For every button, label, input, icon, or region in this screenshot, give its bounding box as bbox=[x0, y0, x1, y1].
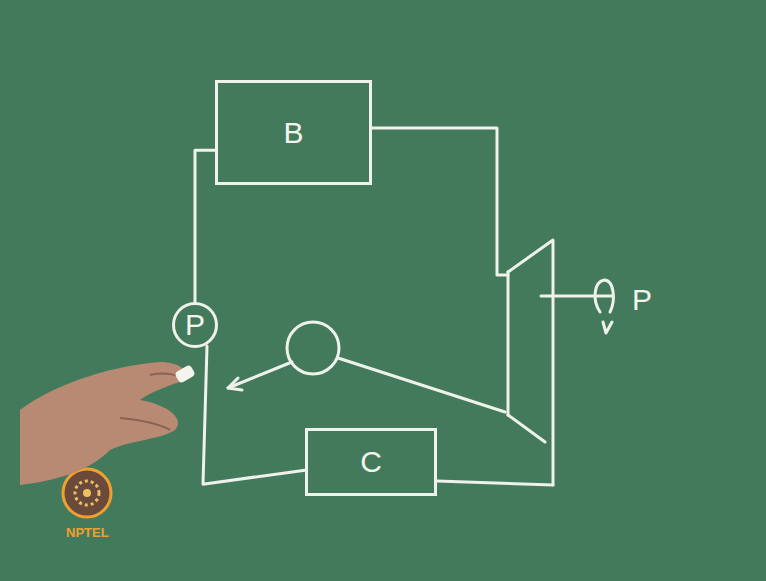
rotation-arrowhead bbox=[603, 322, 612, 333]
arrowhead bbox=[228, 378, 242, 390]
turbine-body bbox=[508, 415, 545, 442]
arrow-line bbox=[228, 362, 292, 388]
pump-circle: P bbox=[172, 302, 218, 348]
turbine-inlet bbox=[507, 272, 510, 415]
node-label: P bbox=[185, 310, 205, 340]
logo-text: NPTEL bbox=[66, 526, 109, 539]
process-box: C bbox=[305, 428, 437, 496]
hand bbox=[20, 362, 196, 485]
power-label: P bbox=[632, 285, 652, 315]
wire bbox=[437, 481, 553, 485]
shaft bbox=[541, 295, 612, 298]
nptel-logo bbox=[63, 469, 111, 517]
wire bbox=[338, 358, 505, 412]
process-box: B bbox=[215, 80, 372, 185]
regenerator-circle bbox=[287, 322, 339, 374]
pipe-connector bbox=[203, 346, 305, 484]
node-label: B bbox=[283, 118, 303, 148]
pipe-connector bbox=[195, 150, 215, 302]
rotation-mark bbox=[595, 280, 613, 312]
wire bbox=[372, 128, 508, 275]
node-label: C bbox=[360, 447, 382, 477]
turbine-body bbox=[508, 240, 553, 485]
